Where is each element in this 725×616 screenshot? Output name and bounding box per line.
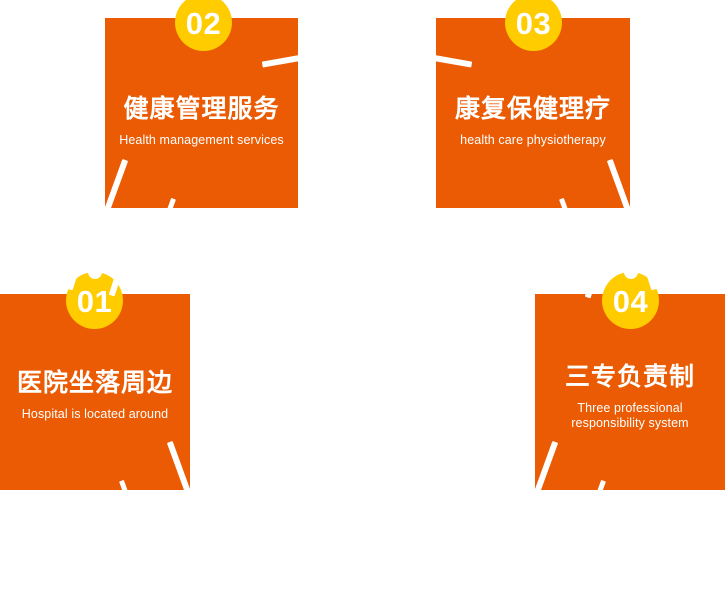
decor-slash-bottom-left-small <box>593 479 606 490</box>
card-01-text-block: 医院坐落周边 Hospital is located around <box>0 369 190 422</box>
decor-slash-bottom-right-large <box>606 158 630 208</box>
card-04-number-badge: 04 <box>602 270 659 329</box>
card-03-title-cn: 康复保健理疗 <box>454 95 611 123</box>
card-04-title-en-line2: responsibility system <box>571 416 689 431</box>
card-03-title-en: health care physiotherapy <box>460 132 606 147</box>
card-02-number-badge: 02 <box>175 0 232 51</box>
card-02-number: 02 <box>185 6 222 41</box>
decor-slash-bottom-right-small <box>559 197 572 208</box>
decor-dash-top-left <box>436 54 473 68</box>
card-04-text-block: 三专负责制 Three professional responsibility … <box>535 363 725 432</box>
card-02-title-cn: 健康管理服务 <box>123 95 280 123</box>
card-03-text-block: 康复保健理疗 health care physiotherapy <box>436 95 630 148</box>
decor-slash-bottom-left-small <box>163 197 176 208</box>
decor-dash-top-right <box>261 54 298 68</box>
card-02-title-en: Health management services <box>119 132 284 147</box>
card-04-title-cn: 三专负责制 <box>564 363 695 391</box>
decor-slash-bottom-left-large <box>105 158 129 208</box>
card-01-badge-notch <box>87 270 102 279</box>
card-02-text-block: 健康管理服务 Health management services <box>105 95 298 148</box>
card-01-title-cn: 医院坐落周边 <box>16 369 173 397</box>
decor-slash-bottom-right-large <box>166 440 190 490</box>
card-03-number: 03 <box>515 6 552 41</box>
card-01-number: 01 <box>76 284 113 319</box>
card-04-number: 04 <box>612 284 649 319</box>
decor-slash-bottom-right-small <box>119 479 132 490</box>
card-04-badge-notch <box>623 270 638 279</box>
card-01-title-en: Hospital is located around <box>21 406 169 421</box>
card-03-number-badge: 03 <box>505 0 562 51</box>
service-card-04[interactable]: 三专负责制 Three professional responsibility … <box>535 294 725 490</box>
card-04-title-en: Three professional <box>577 400 683 415</box>
decor-slash-bottom-left-large <box>535 440 559 490</box>
